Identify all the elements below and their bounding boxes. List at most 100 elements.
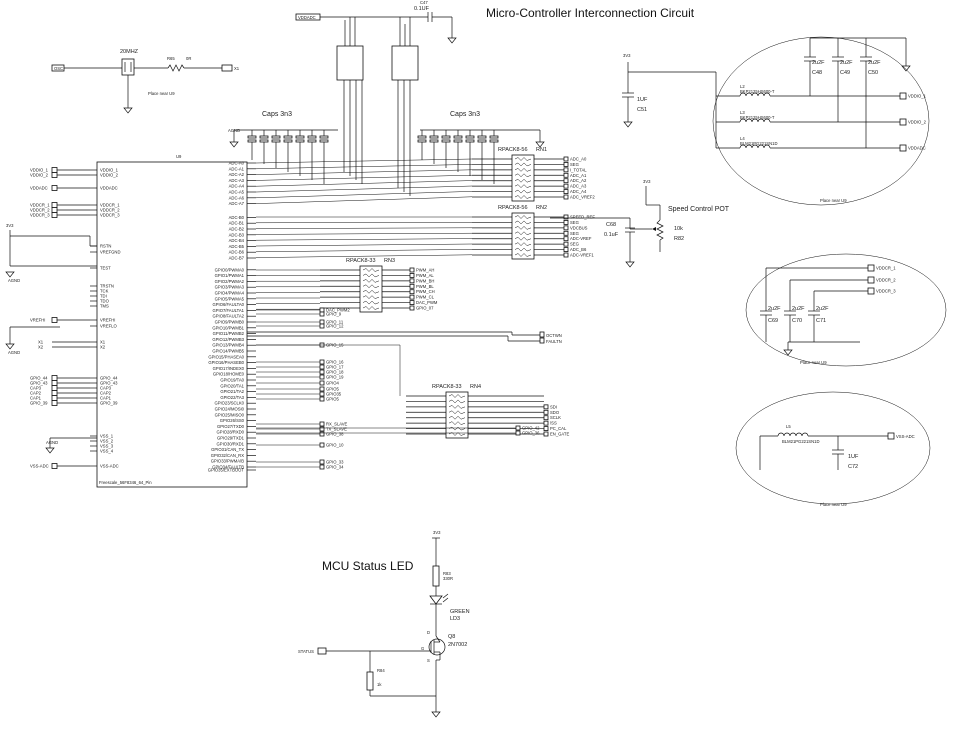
pot-resistor (656, 219, 664, 241)
mid-net-flag (319, 459, 325, 465)
left-net-label: GPIO_44 (30, 376, 48, 381)
crystal (121, 58, 135, 76)
mcu-right-pin-label: GPIO24/MOSI0 (215, 407, 245, 412)
power-net-flag (867, 287, 875, 295)
mcu-left-pin-label: GPIO_39 (100, 401, 118, 406)
left-net-flag (51, 167, 58, 173)
rpack-part: RPACK8-56 (498, 205, 528, 211)
power-net-flag (867, 276, 875, 284)
mid-net-label: GPIO35 (326, 392, 342, 397)
bank-cap (417, 135, 427, 139)
bank-cap (453, 139, 463, 143)
power-mid-outline (745, 253, 947, 367)
rpack-net-label: SPEED_REF (570, 215, 595, 220)
r83-value: 330R (443, 576, 453, 581)
mcu-body (96, 161, 248, 488)
rpack-net-flag (409, 305, 415, 311)
rpack-ref: RN3 (384, 258, 395, 264)
rpack-net-flag (563, 236, 569, 242)
rpack-element (448, 394, 466, 398)
mcu-u9: U9 Freescale_56F8346_64_Pin VDDIO_1VDDIO… (90, 154, 256, 488)
rpack-net-label: SEG (570, 231, 579, 236)
caps-left-label: Caps 3n3 (262, 111, 292, 118)
bank-cap (477, 139, 487, 143)
left-net-flag (51, 202, 58, 208)
mcu-right-pin-label: GPIO4/PWMA4 (215, 291, 245, 296)
bank-cap (441, 135, 451, 139)
mcu-right-pin-label: GPIO31/CAN_TX (211, 447, 244, 452)
mid-net-label: RX_SLAVE (326, 422, 348, 427)
vss-agnd: AGND (46, 440, 58, 445)
rpack-net-flag (409, 300, 415, 305)
rpack-net-label: SEG (570, 220, 579, 225)
mcu-right-pin-label: ADC-B0 (229, 215, 245, 220)
inductor-ref: L3 (740, 110, 745, 115)
power-cap-value: 2u2F (792, 306, 805, 312)
rpack-net-flag (563, 241, 569, 247)
power-net-label: VDDIO_1 (908, 94, 927, 99)
rpack-net-label: GPIO_07 (416, 306, 434, 311)
mcu-left-pin-label: VDDIO_2 (100, 173, 119, 178)
rpack-net-label: ADC_VREF2 (570, 195, 595, 200)
power-net-label: VDDCR_2 (876, 278, 896, 283)
rpack-net-label: ADC_A0 (570, 157, 587, 162)
rpack-net-flag (563, 156, 569, 162)
rpack-element (514, 220, 532, 225)
r65-ref: R65 (167, 56, 175, 61)
mcu-right-pin-label: GPIO20/TA1 (220, 383, 244, 388)
rpack-net-flag (563, 252, 569, 258)
left-net-flag (51, 212, 58, 218)
bank-cap (465, 139, 475, 143)
mcu-right-pin-label: ADC-B5 (229, 244, 245, 249)
rpack-element (514, 253, 532, 257)
rpack-net-label: PC_CAL (550, 426, 567, 431)
rpack-net-flag (409, 278, 415, 284)
mid-net-label: GPIO_11 (326, 320, 344, 325)
rpack-element (514, 226, 532, 230)
mcu-left-pin-label: VDDCR_1 (100, 203, 120, 208)
mcu-right-pin-label: ADC-A2 (229, 172, 245, 177)
q8-ref: Q8 (448, 634, 455, 640)
rpack-net-flag (563, 172, 569, 178)
power-net-label: VDDIO_2 (908, 120, 927, 125)
left-net-flag (51, 207, 58, 213)
mcu-right-pin-label: GPIO25/MISO0 (215, 412, 245, 417)
resistor-r84 (366, 671, 374, 691)
power-top-note: Place near U9 (820, 198, 847, 203)
reset-circuit: 3V3 AGND AGND AGND (5, 223, 97, 454)
rpack-element (514, 231, 532, 236)
mid-net-flag (319, 369, 325, 375)
c68-ref: C68 (606, 222, 616, 228)
rpack-ref: RN4 (470, 384, 481, 390)
mid-net-flag (515, 430, 521, 436)
mid-net-flag (319, 396, 325, 402)
rpack-net-flag (543, 409, 549, 415)
inductor-part: BLM21PG221SN1D (740, 141, 777, 146)
bank-cap (259, 135, 269, 139)
r83-ref: R83 (443, 571, 451, 576)
resistor-r65 (167, 64, 185, 72)
mid-net-label: TX_SLAVE (326, 427, 347, 432)
power-cap-ref: C49 (840, 70, 850, 76)
top-cap-c47: VDDADC C47 0.1UF (295, 0, 457, 44)
power-net-flag (867, 264, 875, 272)
reset-rail: 3V3 (6, 223, 14, 228)
rpack-net-flag (563, 247, 569, 252)
bank-cap (319, 135, 329, 139)
rpack-net-flag (543, 426, 549, 431)
left-net-label: X1 (38, 340, 44, 345)
power-mid-note: Place near U9 (800, 360, 827, 365)
mid-net-flag (515, 425, 521, 431)
rpack-element (448, 410, 466, 415)
mcu-right-pin-label: GPIO18/HOME0 (213, 372, 245, 377)
mid-net-flag (319, 380, 325, 386)
bank-cap (319, 139, 329, 143)
cap-bank-left: Caps 3n3 AGND (228, 111, 338, 148)
left-net-label: X2 (38, 345, 44, 350)
mcu-right-pin-label: ADC-A6 (229, 195, 245, 200)
power-top: 3V3 1UF C51 Place near U9 (622, 36, 930, 206)
rpack-element (514, 215, 532, 219)
rpack-element (448, 399, 466, 404)
mcu-left-pin-label: VSS_2 (100, 439, 114, 444)
